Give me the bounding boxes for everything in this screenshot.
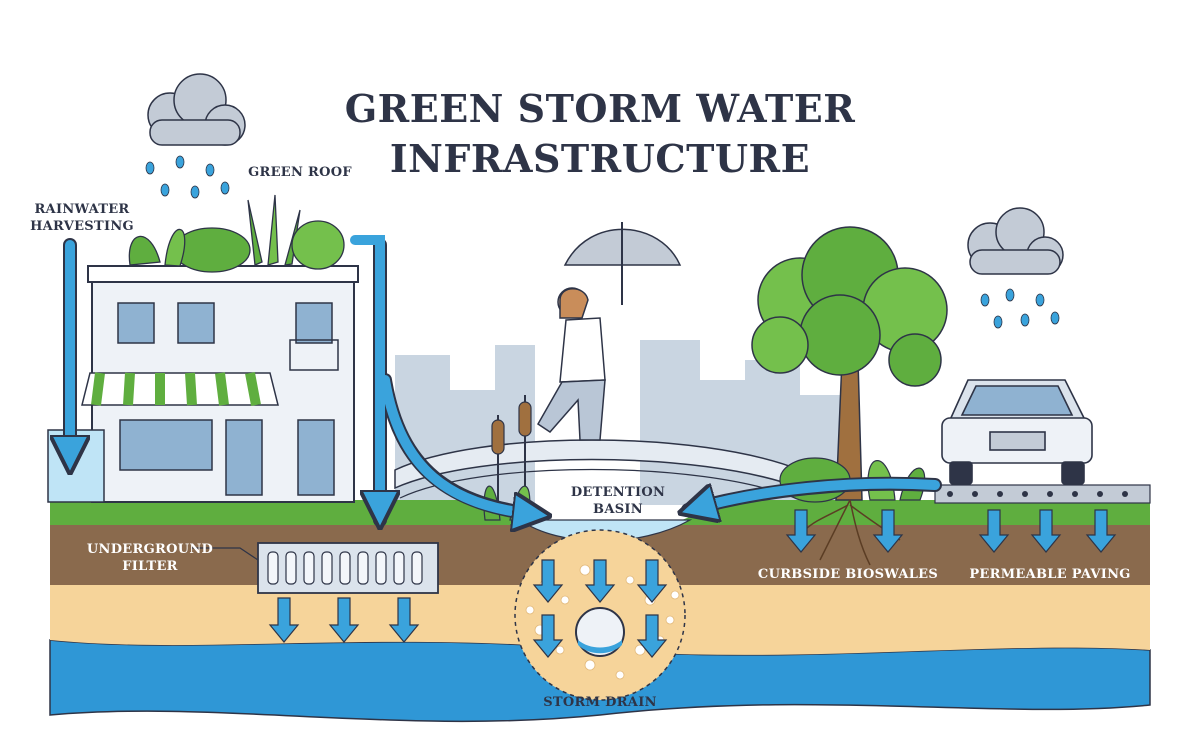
label-rainwater-harvesting: RAINWATER [34, 202, 129, 217]
rain-drops [145, 155, 230, 199]
cloud-icon-2 [967, 207, 1064, 275]
storm-drain-cutaway [514, 529, 686, 701]
label-underground-filter-2: FILTER [122, 559, 178, 574]
house [81, 265, 359, 503]
rain-drops-2 [980, 288, 1060, 329]
label-detention-basin: DETENTION [571, 485, 665, 500]
label-detention-basin-2: BASIN [593, 502, 643, 517]
label-green-roof: GREEN ROOF [248, 165, 352, 180]
label-rainwater-harvesting-2: HARVESTING [30, 219, 134, 234]
cloud-icon [147, 73, 246, 146]
label-underground-filter: UNDERGROUND [87, 542, 213, 557]
underground-filter [257, 542, 439, 594]
car [941, 379, 1093, 485]
label-permeable-paving: PERMEABLE PAVING [969, 567, 1130, 582]
filter-leader-line [192, 547, 259, 561]
title-line-2: INFRASTRUCTURE [390, 136, 810, 181]
flow-arrows [70, 235, 942, 520]
permeable-paving [934, 484, 1151, 504]
awning [81, 372, 279, 406]
green-roof-plants [128, 194, 345, 273]
storm-drain-pipe [575, 607, 625, 657]
title-line-1: GREEN STORM WATER [345, 86, 856, 131]
label-curbside-bioswales: CURBSIDE BIOSWALES [758, 567, 938, 582]
infiltration-arrows [268, 509, 1117, 658]
label-storm-drain: STORM DRAIN [543, 695, 657, 710]
tree [751, 226, 948, 501]
person-with-umbrella [537, 222, 682, 441]
